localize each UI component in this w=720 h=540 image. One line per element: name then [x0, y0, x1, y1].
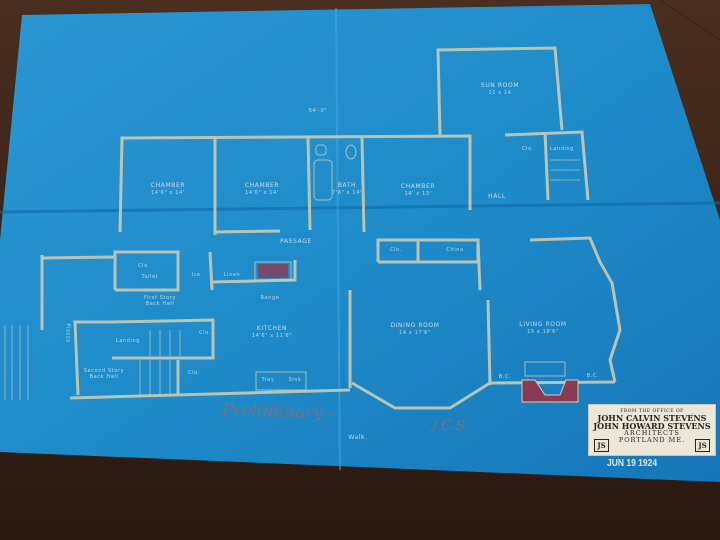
room-china: China — [446, 247, 464, 253]
chimney-fireplace — [521, 379, 579, 403]
kitchen-chimney — [258, 264, 288, 278]
handwritten-initials: J.C.S. — [431, 417, 470, 435]
fixtures — [4, 144, 580, 400]
room-clo-lower: Clo. — [188, 370, 200, 376]
room-sink: Sink — [288, 377, 302, 383]
date-stamp: JUN 19 1924 — [607, 458, 658, 469]
fold-vertical — [335, 7, 341, 471]
architect-stamp: FROM THE OFFICE OF JOHN CALVIN STEVENS J… — [588, 404, 716, 456]
room-bc-left: B.C. — [498, 374, 512, 380]
room-passage: PASSAGE — [280, 238, 312, 245]
room-clo-dining: Clo. — [390, 247, 402, 253]
stamp-logo-right: JS — [695, 439, 710, 452]
room-range: Range — [260, 295, 280, 301]
room-clo-left: Clo. — [138, 263, 150, 269]
dimension-label: 54'-0" — [308, 108, 328, 114]
stamp-logo-left: JS — [594, 439, 609, 452]
handwritten-preliminary: Preliminary - — [221, 400, 335, 424]
room-hall: HALL — [488, 193, 506, 200]
room-clo-stair: Clo. — [199, 330, 211, 336]
room-tray: Tray — [261, 377, 275, 383]
room-landing: Landing — [115, 338, 141, 344]
room-toilet: Toilet — [141, 274, 159, 280]
room-landing-upper: Landing — [549, 146, 575, 152]
room-ice: Ice — [191, 272, 201, 278]
room-clo-upper: Clo. — [522, 146, 534, 152]
room-first-story-back-hall: First Story Back Hall — [144, 295, 176, 307]
room-linen: Linen — [223, 272, 241, 278]
floor-plan-walls — [40, 46, 622, 410]
room-bc-right: B.C. — [586, 373, 600, 379]
room-second-story-back-hall: Second Story Back Hall — [83, 368, 125, 380]
walk-label: Walk. — [348, 434, 368, 441]
room-piazza: Piazza — [64, 323, 71, 343]
